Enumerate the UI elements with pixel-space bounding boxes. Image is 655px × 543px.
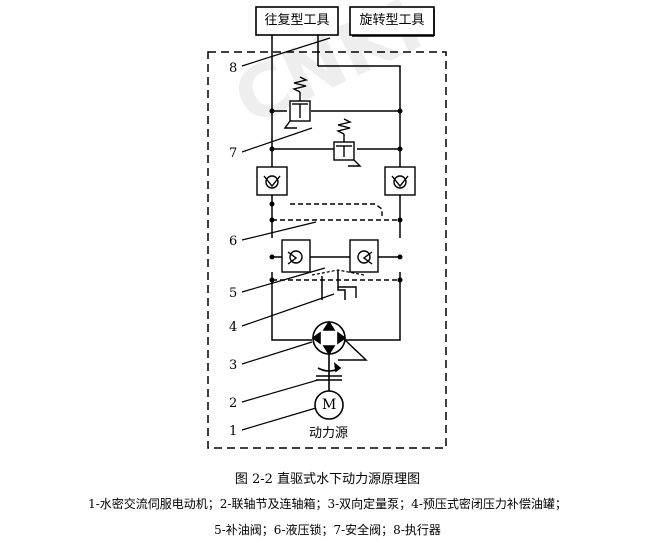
system-enclosure <box>207 51 447 449</box>
callout-4: 4 <box>229 320 238 335</box>
callout-leaders <box>241 37 335 431</box>
motor-symbol: M <box>322 397 337 413</box>
callout-8: 8 <box>229 61 238 76</box>
figure-legend-line1: 1-水密交流伺服电动机；2-联轴节及连轴箱；3-双向定量泵；4-预压式密闭压力补… <box>88 497 567 511</box>
callout-1: 1 <box>229 424 238 439</box>
lock-pilot-line <box>290 203 383 216</box>
callout-5: 5 <box>229 286 238 301</box>
callout-2: 2 <box>229 396 238 411</box>
safety-valve-upper <box>283 76 311 129</box>
callout-6: 6 <box>229 234 238 249</box>
reciprocating-tool-label: 往复型工具 <box>264 13 330 28</box>
servo-motor <box>314 390 344 420</box>
power-source-label: 动力源 <box>309 426 349 441</box>
makeup-valve-left <box>281 239 311 273</box>
callout-7: 7 <box>229 146 238 161</box>
figure-title: 图 2-2 直驱式水下动力源原理图 <box>234 472 421 487</box>
rotary-tool-label: 旋转型工具 <box>359 13 425 28</box>
junction-dots <box>269 108 403 283</box>
makeup-valve-right <box>349 239 379 273</box>
hydraulic-lines <box>271 35 401 361</box>
figure-legend-line2: 5-补油阀；6-液压锁；7-安全阀；8-执行器 <box>214 523 441 537</box>
safety-valve-lower <box>333 118 362 167</box>
compensation-tank <box>338 286 357 298</box>
reciprocating-tool-box <box>255 6 339 36</box>
bidirectional-pump <box>311 320 347 356</box>
hydraulic-lock-right <box>384 166 416 196</box>
hydraulic-lock-left <box>256 166 288 196</box>
rotary-tool-box <box>349 6 435 36</box>
callout-3: 3 <box>229 358 238 373</box>
coupling <box>316 354 342 392</box>
